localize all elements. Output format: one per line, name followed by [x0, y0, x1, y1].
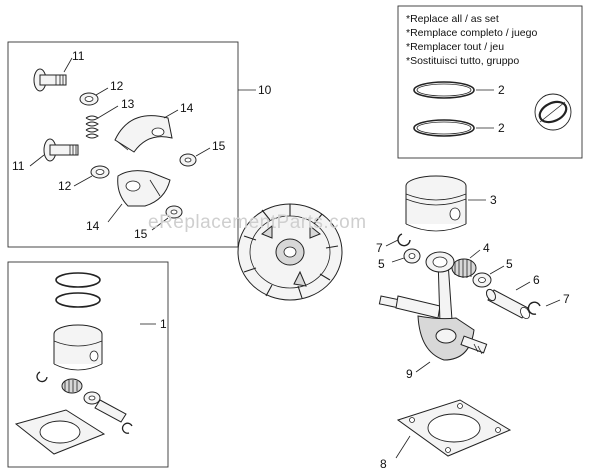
kit-needle-bearing [61, 378, 83, 394]
callout-12-lower: 12 [58, 179, 72, 193]
callout-6: 6 [533, 273, 540, 287]
clutch-spring [85, 115, 99, 139]
clutch-washer-bottom [165, 205, 183, 219]
ring-detail-view [534, 93, 572, 131]
callout-2-lower: 2 [498, 121, 505, 135]
piston-kit-frame [7, 261, 169, 468]
callout-11-upper: 11 [72, 49, 85, 63]
kit-piston [53, 324, 103, 371]
piston-ring-lower [413, 119, 475, 137]
thrust-washer-left [403, 248, 421, 264]
clutch-shoe-lower [117, 170, 171, 207]
callout-15-upper: 15 [212, 139, 226, 153]
piston-pin [485, 288, 530, 320]
clutch-washer-right [179, 153, 197, 167]
note-line-4: *Sostituisci tutto, gruppo [406, 55, 519, 67]
callout-11-lower: 11 [12, 159, 25, 173]
kit-washer [83, 391, 101, 405]
callout-4: 4 [483, 241, 490, 255]
callout-1: 1 [160, 317, 167, 331]
replace-note-frame [397, 5, 583, 159]
callout-14-lower: 14 [86, 219, 100, 233]
clutch-washer-lower [90, 165, 110, 179]
clutch-shoe-upper [114, 115, 173, 153]
flywheel [237, 203, 343, 301]
callout-5-right: 5 [506, 257, 513, 271]
clutch-washer-upper [79, 92, 99, 106]
circlip-left [397, 233, 411, 247]
needle-bearing [451, 258, 477, 278]
thrust-washer-right [472, 272, 492, 288]
kit-ring-lower [55, 292, 101, 308]
callout-10: 10 [258, 83, 272, 97]
clutch-bolt-upper [33, 68, 67, 92]
crankshaft [378, 251, 488, 361]
callout-15-lower: 15 [134, 227, 148, 241]
circlip-right [527, 301, 541, 315]
callout-7-left: 7 [376, 241, 383, 255]
callout-5-left: 5 [378, 257, 385, 271]
callout-2-upper: 2 [498, 83, 505, 97]
callout-8: 8 [380, 457, 387, 471]
kit-circlip-right [121, 422, 133, 434]
clutch-assembly-frame [7, 41, 239, 248]
clutch-bolt-lower [43, 138, 79, 162]
callout-7-right: 7 [563, 292, 570, 306]
callout-3: 3 [490, 193, 497, 207]
callout-12-upper: 12 [110, 79, 124, 93]
replace-note: *Replace all / as set *Remplace completo… [406, 13, 537, 67]
cylinder-gasket [396, 399, 512, 457]
kit-circlip-left [36, 371, 48, 383]
piston-ring-upper [413, 81, 475, 99]
note-line-3: *Remplacer tout / jeu [406, 41, 504, 53]
callout-9: 9 [406, 367, 413, 381]
kit-gasket [14, 409, 106, 455]
callout-13: 13 [121, 97, 135, 111]
piston [405, 175, 467, 232]
watermark: eReplacementParts.com [148, 212, 367, 233]
kit-piston-pin [94, 399, 127, 423]
callout-14-upper: 14 [180, 101, 194, 115]
note-line-1: *Replace all / as set [406, 13, 499, 25]
note-line-2: *Remplace completo / juego [406, 27, 537, 39]
kit-ring-upper [55, 272, 101, 288]
